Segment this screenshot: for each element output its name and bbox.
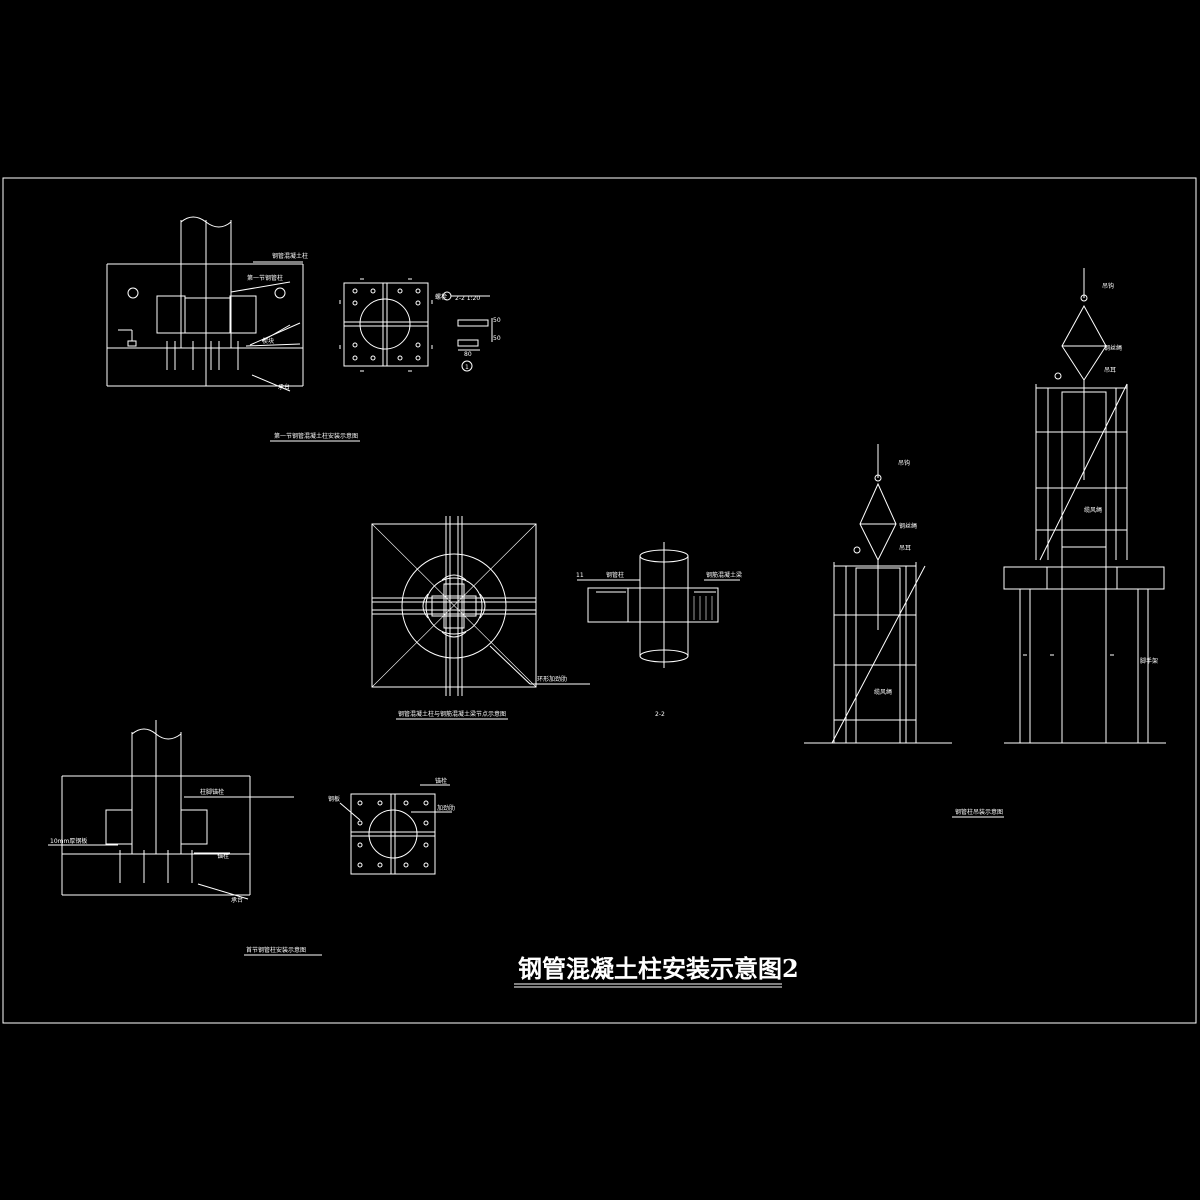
view-right-lifting-large: 吊钩 钢丝绳 吊耳 缆风绳 脚手架 钢管柱吊装示意图 bbox=[952, 268, 1166, 818]
label-center-1: 环形加劲肋 bbox=[537, 675, 567, 683]
label-right-cable-2: 钢丝绳 bbox=[1104, 344, 1122, 352]
label-right-ear-1: 吊耳 bbox=[899, 545, 911, 552]
label-bottom-left-3: 承台 bbox=[231, 896, 243, 904]
label-bottom-plan-2: 加劲肋 bbox=[437, 804, 455, 812]
label-top-left-4: 承台 bbox=[278, 383, 290, 391]
view-bottom-left-elevation: 柱脚锚栓 锚栓 承台 10mm厚钢板 首节钢管柱安装示意图 bbox=[48, 720, 322, 956]
label-bottom-plan-3: 钢板 bbox=[328, 795, 340, 803]
main-title-block: 钢管混凝土柱安装示意图2 bbox=[514, 954, 799, 988]
label-bottom-left-1: 柱脚锚栓 bbox=[200, 788, 224, 796]
title-bottom-left: 首节钢管柱安装示意图 bbox=[246, 946, 306, 954]
label-right-hook-2: 吊钩 bbox=[1102, 282, 1114, 290]
label-top-left-3: 楔块 bbox=[262, 337, 274, 345]
label-right-ear-2: 吊耳 bbox=[1104, 367, 1116, 374]
view-top-left-elevation: 钢管混凝土柱 第一节钢管柱 楔块 承台 第一节钢管混凝土柱安装示意图 bbox=[106, 216, 360, 442]
view-bottom-plan: 锚栓 加劲肋 钢板 bbox=[328, 777, 455, 875]
label-top-left-2: 第一节钢管柱 bbox=[247, 274, 283, 282]
title-center-plan: 钢管混凝土柱与钢筋混凝土梁节点示意图 bbox=[398, 710, 506, 718]
label-plan-top-2: 2-2 1:20 bbox=[455, 295, 480, 302]
view-plan-small-top: 螺栓 2-2 1:20 50 50 80 1 bbox=[339, 278, 501, 372]
dim-a: 50 bbox=[493, 317, 501, 324]
label-section-3: 11 bbox=[576, 572, 584, 579]
title-top-left: 第一节钢管混凝土柱安装示意图 bbox=[274, 432, 358, 440]
label-bottom-plan-1: 锚栓 bbox=[435, 777, 447, 785]
dim-c: 80 bbox=[464, 351, 472, 358]
title-section-2: 2-2 bbox=[655, 711, 665, 718]
drawing-frame bbox=[2, 177, 1197, 1024]
label-top-left-1: 钢管混凝土柱 bbox=[272, 252, 308, 260]
section-mark: 1 bbox=[465, 364, 469, 371]
label-right-brace-2: 缆风绳 bbox=[1084, 506, 1102, 514]
label-right-hook-1: 吊钩 bbox=[898, 459, 910, 467]
label-right-cable-1: 钢丝绳 bbox=[899, 522, 917, 530]
label-right-brace-1: 缆风绳 bbox=[874, 688, 892, 696]
view-center-plan: 环形加劲肋 钢管混凝土柱与钢筋混凝土梁节点示意图 bbox=[371, 516, 590, 720]
title-right-view: 钢管柱吊装示意图 bbox=[955, 808, 1003, 816]
dim-b: 50 bbox=[493, 335, 501, 342]
label-section-1: 钢管柱 bbox=[606, 571, 624, 579]
label-bottom-left-4: 10mm厚钢板 bbox=[50, 837, 87, 845]
view-right-lifting-small: 吊钩 钢丝绳 吊耳 缆风绳 bbox=[804, 444, 952, 744]
main-title: 钢管混凝土柱安装示意图2 bbox=[518, 954, 799, 983]
label-bottom-left-2: 锚栓 bbox=[217, 852, 229, 860]
view-section-2: 钢管柱 钢筋混凝土梁 11 2-2 bbox=[576, 542, 742, 718]
label-plan-top-1: 螺栓 bbox=[435, 293, 447, 301]
label-right-support-2: 脚手架 bbox=[1140, 657, 1158, 665]
label-section-2: 钢筋混凝土梁 bbox=[706, 571, 742, 579]
